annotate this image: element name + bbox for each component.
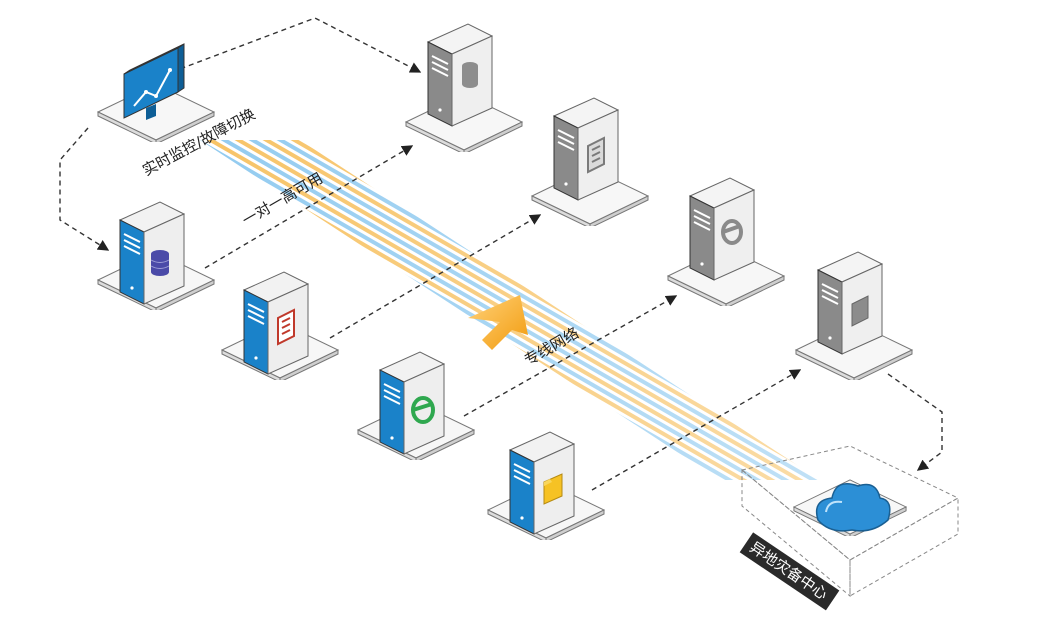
primary-server-browser bbox=[357, 351, 475, 460]
internet-explorer-icon bbox=[411, 396, 435, 424]
folder-icon bbox=[543, 473, 563, 505]
dr-center-label-bg bbox=[739, 532, 840, 611]
cloud-icon bbox=[815, 483, 891, 532]
connection-lines bbox=[59, 17, 943, 491]
monitor-chart-icon bbox=[133, 68, 172, 107]
direction-arrow-icon bbox=[468, 295, 528, 350]
backup-server-database bbox=[405, 23, 523, 152]
primary-server-folder bbox=[487, 431, 605, 540]
document-icon bbox=[587, 136, 605, 174]
folder-icon bbox=[851, 295, 869, 327]
primary-server-document bbox=[221, 271, 339, 380]
dr-center-label: 异地灾备中心 bbox=[746, 538, 831, 603]
database-icon bbox=[462, 62, 478, 88]
backup-server-folder bbox=[795, 251, 913, 380]
database-icon bbox=[150, 250, 170, 276]
backup-server-document bbox=[531, 97, 649, 226]
monitor-station bbox=[97, 43, 215, 142]
primary-server-database bbox=[97, 201, 215, 310]
private-line-band bbox=[200, 140, 820, 480]
document-icon bbox=[277, 308, 295, 346]
backup-server-browser bbox=[667, 177, 785, 306]
internet-explorer-icon bbox=[721, 219, 743, 245]
